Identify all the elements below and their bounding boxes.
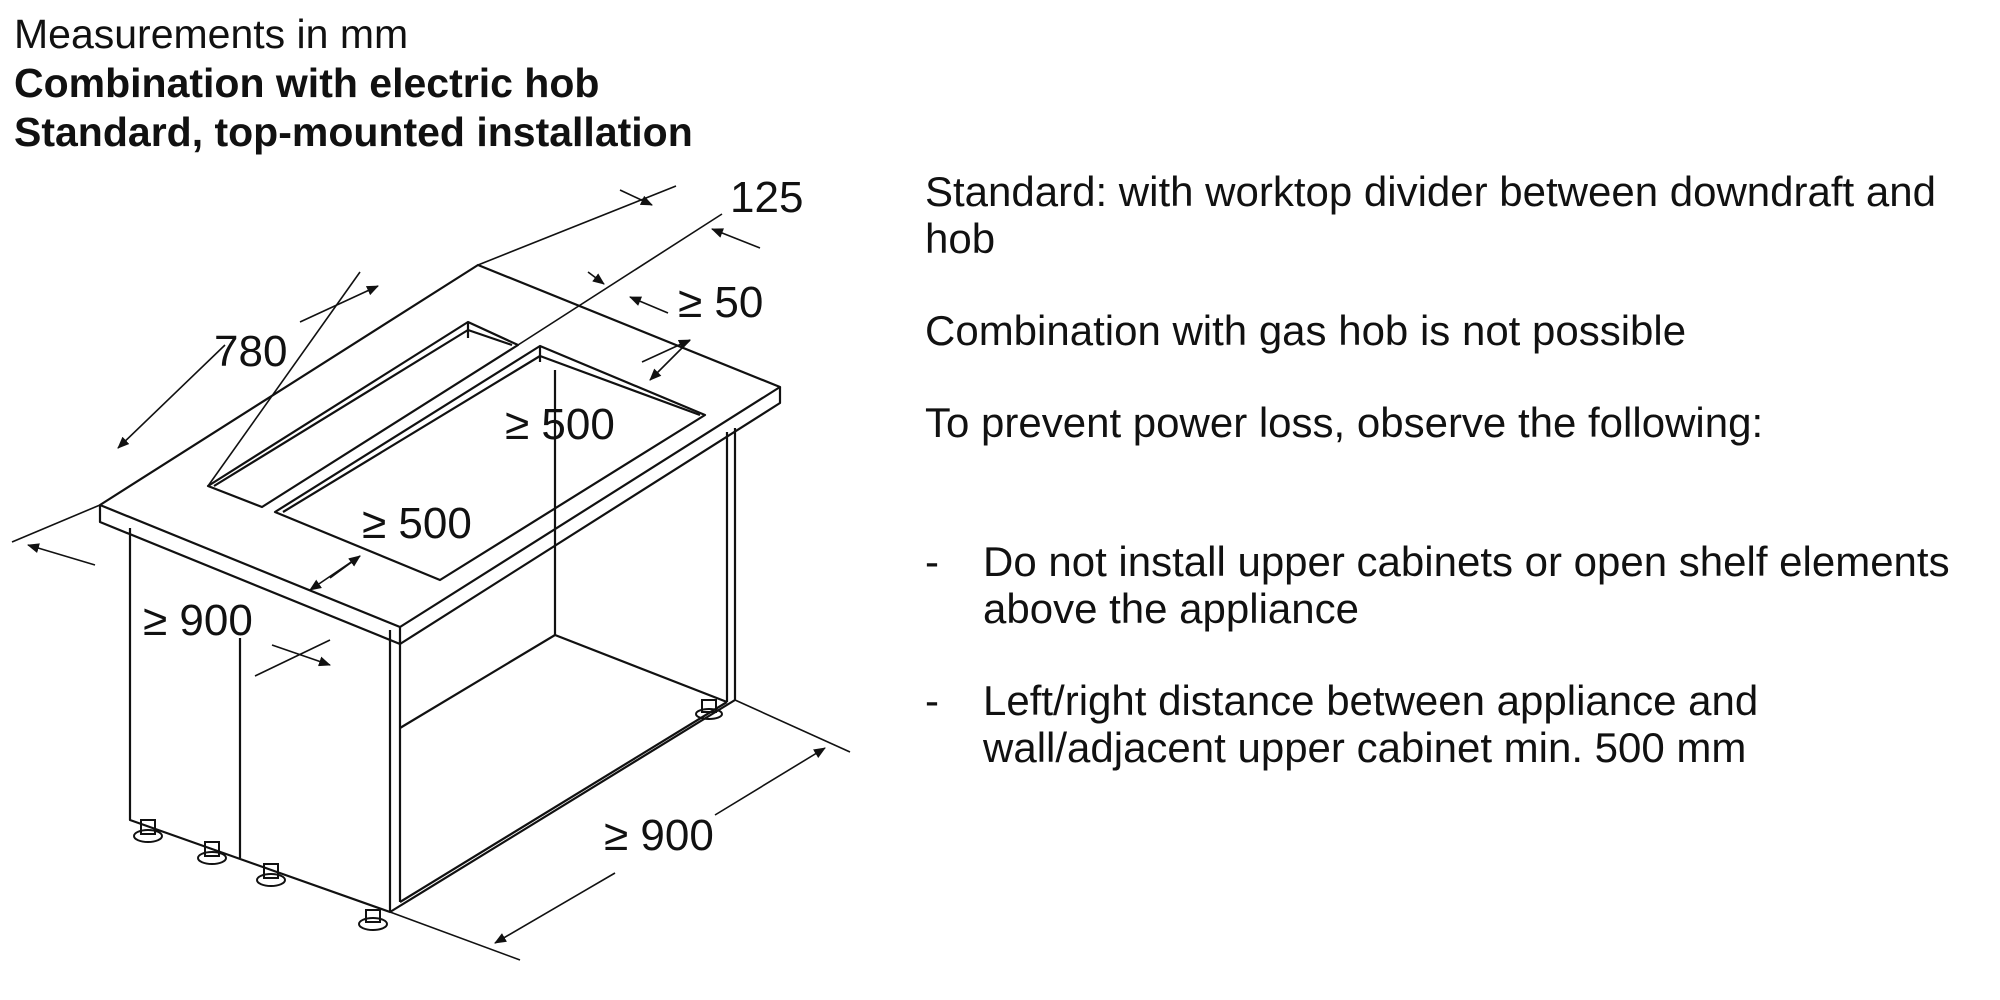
- dim-50-arrow: [629, 296, 669, 314]
- units-label: Measurements in mm: [14, 11, 409, 57]
- note-prevent: To prevent power loss, observe the follo…: [925, 399, 1764, 446]
- hob-cutout: [273, 344, 707, 582]
- diagram-subtitle: Standard, top-mounted installation: [14, 109, 693, 155]
- dimension-lines: [11, 185, 851, 961]
- foot: [197, 841, 227, 865]
- dim-900a-label: ≥ 900: [143, 596, 253, 645]
- bullet-marker: -: [925, 538, 939, 585]
- dim-125-arrow-right: [711, 228, 761, 249]
- bullet-item: - Do not install upper cabinets or open …: [925, 538, 1985, 632]
- installation-diagram: 125 ≥ 50 780 ≥ 500 ≥ 500 ≥ 900 ≥ 900: [11, 173, 851, 961]
- cabinet-front: [128, 528, 392, 914]
- cabinet-feet: [133, 699, 723, 931]
- dim-900b-label: ≥ 900: [604, 811, 714, 860]
- dimension-labels: 125 ≥ 50 780 ≥ 500 ≥ 500 ≥ 900 ≥ 900: [143, 173, 803, 860]
- worktop-right-edge: [399, 387, 782, 645]
- diagram-title: Combination with electric hob: [14, 60, 600, 106]
- cabinet-interior: [399, 633, 728, 729]
- dim-500b-label: ≥ 500: [362, 499, 472, 548]
- dim-125-arrow-left: [619, 189, 653, 206]
- dim-125-label: 125: [730, 173, 803, 222]
- dim-125-guide: [587, 271, 605, 285]
- dim-780-line: [117, 344, 226, 449]
- bullet-item: - Left/right distance between appliance …: [925, 677, 1985, 771]
- dim-50-guide: [641, 339, 691, 363]
- foot: [133, 819, 163, 843]
- dim-780-label: 780: [214, 327, 287, 376]
- bullet-text: Do not install upper cabinets or open sh…: [983, 538, 1950, 632]
- note-standard: Standard: with worktop divider between d…: [925, 168, 1936, 262]
- dim-900a-arrow: [27, 543, 96, 566]
- cabinet: [98, 263, 782, 914]
- dim-50-label: ≥ 50: [678, 278, 763, 327]
- header: Measurements in mm Combination with elec…: [14, 10, 693, 157]
- worktop-front-edge: [98, 505, 402, 646]
- bullet-text: Left/right distance between appliance an…: [983, 677, 1759, 771]
- dim-900b-line: [714, 747, 826, 816]
- dim-500a-label: ≥ 500: [505, 400, 615, 449]
- bullet-marker: -: [925, 677, 939, 724]
- foot: [358, 909, 388, 931]
- installation-notes: Standard: with worktop divider between d…: [925, 168, 1985, 771]
- foot: [695, 699, 723, 720]
- foot: [256, 863, 286, 887]
- note-gas: Combination with gas hob is not possible: [925, 307, 1687, 354]
